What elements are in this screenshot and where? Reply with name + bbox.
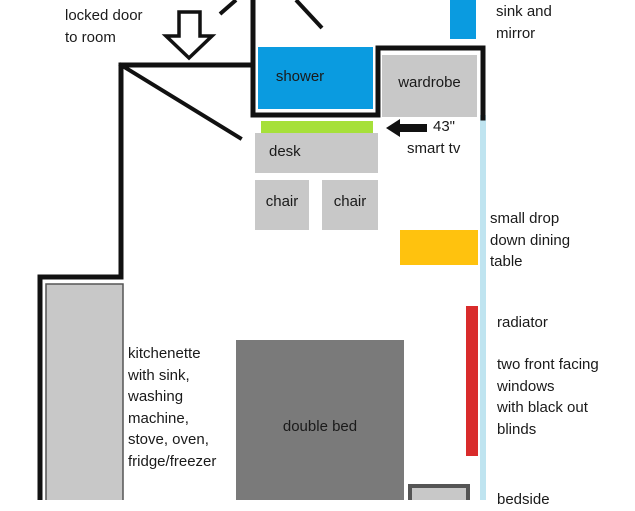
radiator [466,306,478,456]
chair-left [255,180,309,230]
door-swing-line [218,0,238,16]
dining-table-label: small drop down dining table [490,210,571,270]
chair-left-label: chair [265,193,299,210]
shower-label: shower [275,68,325,85]
double-bed [236,340,404,500]
arrow-down-icon [161,10,217,61]
locked-door-label: locked door to room [65,7,143,46]
shower-area [258,47,373,109]
wardrobe [382,55,477,117]
dining-table [400,230,478,265]
wardrobe-label: wardrobe [398,74,461,91]
kitchenette-label: kitchenette with sink, washing machine, … [128,345,217,470]
tv-label: 43" smart tv [407,118,461,157]
walls [37,0,486,500]
arrow-left-icon [386,119,427,137]
bedside-table [408,484,470,500]
windows-label: two front facing windows with black out … [497,356,599,438]
floor-plan [37,0,486,500]
desk [255,133,378,173]
sink-fixture [450,0,476,39]
chair-right-label: chair [333,193,367,210]
sink-mirror-label: sink and mirror [496,3,552,42]
kitchenette-counter [45,283,124,500]
double-bed-label: double bed [282,418,358,435]
radiator-label: radiator [497,314,548,331]
desk-label: desk [269,143,301,160]
tv-strip [261,121,373,134]
chair-right [322,180,378,230]
door-swing-line [294,0,324,30]
